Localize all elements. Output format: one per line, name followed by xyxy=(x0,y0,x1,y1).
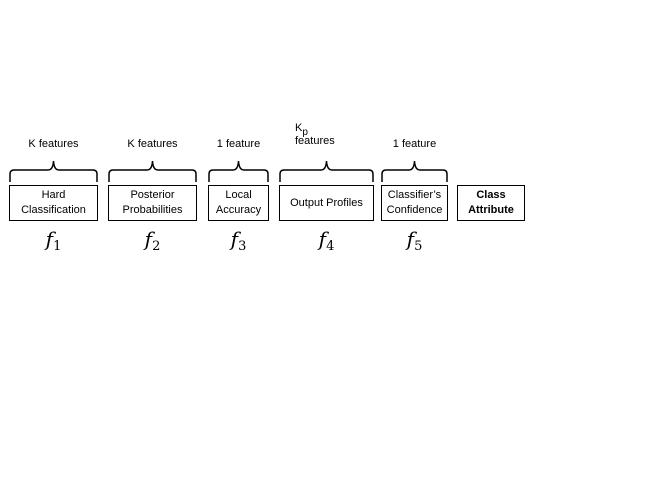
f5-symbol: f5 xyxy=(406,227,423,254)
feature-count-label: 1 feature xyxy=(216,138,261,150)
f2-symbol: f2 xyxy=(144,227,161,254)
feature-count-label: 1 feature xyxy=(392,138,437,150)
brace-icon xyxy=(279,160,374,182)
f1-symbol: f1 xyxy=(45,227,62,254)
feature-count-label: K features xyxy=(28,138,79,150)
f4-symbol: f4 xyxy=(318,227,335,254)
brace-icon xyxy=(9,160,98,182)
output-profiles-box: Output Profiles xyxy=(279,185,374,221)
feature-group-output-profiles: Kp features Output Profiles f4 xyxy=(279,0,374,260)
brace-icon xyxy=(381,160,448,182)
brace-icon xyxy=(108,160,197,182)
brace-icon xyxy=(208,160,269,182)
feature-count-label: Kp features xyxy=(295,122,335,147)
f3-symbol: f3 xyxy=(230,227,247,254)
feature-count-label: K features xyxy=(127,138,178,150)
